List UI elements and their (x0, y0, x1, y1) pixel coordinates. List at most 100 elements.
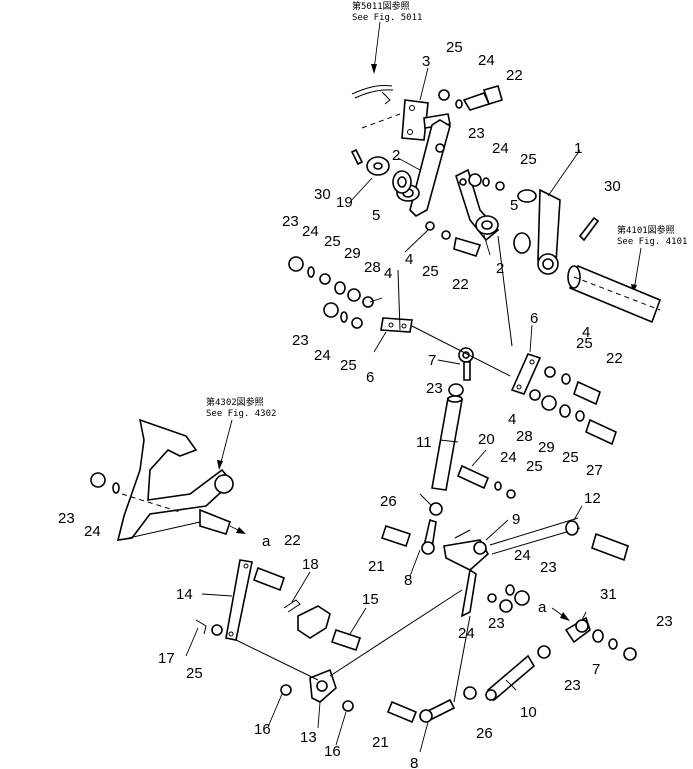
hardware-right-upper (544, 366, 601, 406)
cable-to-12 (489, 517, 629, 562)
label-part-10: 10 (520, 704, 537, 721)
hardware-stack-upper-left (288, 256, 374, 308)
label-part-25: 25 (186, 665, 203, 682)
part-6-bracket-left (380, 317, 413, 333)
label-part-24: 24 (302, 223, 319, 240)
part-26-nut-bottom (463, 686, 477, 700)
svg-text:See Fig. 4101: See Fig. 4101 (617, 237, 687, 247)
label-part-24: 24 (514, 547, 531, 564)
label-part-3: 3 (422, 53, 430, 70)
part-17-clip (195, 619, 207, 635)
leader-lines (185, 67, 587, 753)
label-part-25: 25 (562, 449, 579, 466)
label-part-22: 22 (284, 532, 301, 549)
part-9-bell-crank (443, 529, 490, 618)
part-5-bushing-right (513, 232, 531, 254)
label-part-16: 16 (324, 743, 341, 760)
label-part-7: 7 (428, 352, 436, 369)
svg-text:See Fig. 4302: See Fig. 4302 (206, 409, 276, 419)
hardware-4-25-22-center (425, 221, 482, 257)
label-part-2: 2 (496, 260, 504, 277)
part-5-bushing-left (392, 170, 412, 194)
part-18-pin (283, 599, 301, 613)
bolt-21-bottom (386, 700, 418, 724)
label-part-25: 25 (576, 335, 593, 352)
hardware-right-lower (529, 389, 617, 446)
part-19-washer (366, 156, 390, 176)
bolt-22-left (252, 566, 286, 592)
svg-text:第5011図参照: 第5011図参照 (352, 0, 410, 12)
label-part-25: 25 (526, 458, 543, 475)
label-part-20: 20 (478, 431, 495, 448)
label-part-28: 28 (364, 259, 381, 276)
label-part-25: 25 (324, 233, 341, 250)
top-cable-end (351, 85, 401, 129)
label-part-24: 24 (314, 347, 331, 364)
part-30-pin-left (350, 148, 364, 166)
reference-fig-5011: 第5011図参照 See Fig. 5011 (352, 0, 422, 74)
part-26-nut-middle (429, 502, 443, 516)
label-part-11: 11 (416, 434, 432, 451)
label-part-23: 23 (488, 615, 505, 632)
callout-a-left (229, 525, 246, 534)
label-part-6: 6 (530, 310, 538, 327)
label-part-24: 24 (458, 625, 475, 642)
label-part-21: 21 (372, 734, 389, 751)
part-15-bolt (330, 628, 362, 652)
label-part-23: 23 (282, 213, 299, 230)
label-part-23: 23 (292, 332, 309, 349)
hardware-stack-lower-left (323, 302, 363, 329)
label-part-23: 23 (426, 380, 443, 397)
label-part-23: 23 (468, 125, 485, 142)
part-11-rod (431, 395, 463, 491)
label-part-26: 26 (476, 725, 493, 742)
label-part-23: 23 (540, 559, 557, 576)
hardware-24-23-right-bottom (487, 584, 530, 613)
bolt-22-top (438, 85, 503, 111)
label-part-24: 24 (500, 449, 517, 466)
label-part-30: 30 (604, 178, 621, 195)
label-part-25: 25 (422, 263, 439, 280)
bracket-upper-left (297, 605, 331, 639)
label-part-29: 29 (344, 245, 361, 262)
label-part-2: 2 (392, 147, 400, 164)
label-part-13: 13 (300, 729, 317, 746)
label-part-22: 22 (452, 276, 469, 293)
label-part-16: 16 (254, 721, 271, 738)
label-part-26: 26 (380, 493, 397, 510)
label-part-19: 19 (336, 194, 353, 211)
part-6-bracket-right (510, 353, 542, 395)
reference-fig-4101: 第4101図参照 See Fig. 4101 (617, 224, 687, 294)
part-30-pin-right (578, 216, 600, 242)
part-8-rod-end-middle (421, 518, 437, 555)
label-part-27: 27 (586, 462, 603, 479)
label-part-24: 24 (478, 52, 495, 69)
label-part-23: 23 (656, 613, 673, 630)
label-part-30: 30 (314, 186, 331, 203)
label-part-25: 25 (340, 357, 357, 374)
callout-a-right-label: a (538, 599, 547, 616)
label-part-4: 4 (582, 324, 590, 341)
callout-a-right (551, 607, 570, 621)
part-number-labels: 1 2 2 3 4 4 4 4 5 5 6 6 7 7 8 8 9 10 11 … (58, 39, 673, 769)
part-25-washer-left (211, 624, 223, 636)
part-7-rod-end-bottom (537, 616, 637, 661)
label-part-28: 28 (516, 428, 533, 445)
label-part-22: 22 (506, 67, 523, 84)
label-part-5: 5 (372, 207, 380, 224)
label-part-18: 18 (302, 556, 319, 573)
svg-text:第4302図参照: 第4302図参照 (206, 396, 264, 408)
hardware-23-24-left (90, 472, 181, 513)
label-part-9: 9 (512, 511, 520, 528)
bolt-21-middle (380, 524, 412, 548)
part-14-link (225, 559, 253, 641)
part-10-rod (485, 654, 536, 702)
label-part-29: 29 (538, 439, 555, 456)
part-23-nut-center (448, 383, 464, 397)
label-part-6: 6 (366, 369, 374, 386)
label-part-23: 23 (58, 510, 75, 527)
label-part-25: 25 (446, 39, 463, 56)
label-part-17: 17 (158, 650, 175, 667)
label-part-1: 1 (574, 140, 582, 157)
